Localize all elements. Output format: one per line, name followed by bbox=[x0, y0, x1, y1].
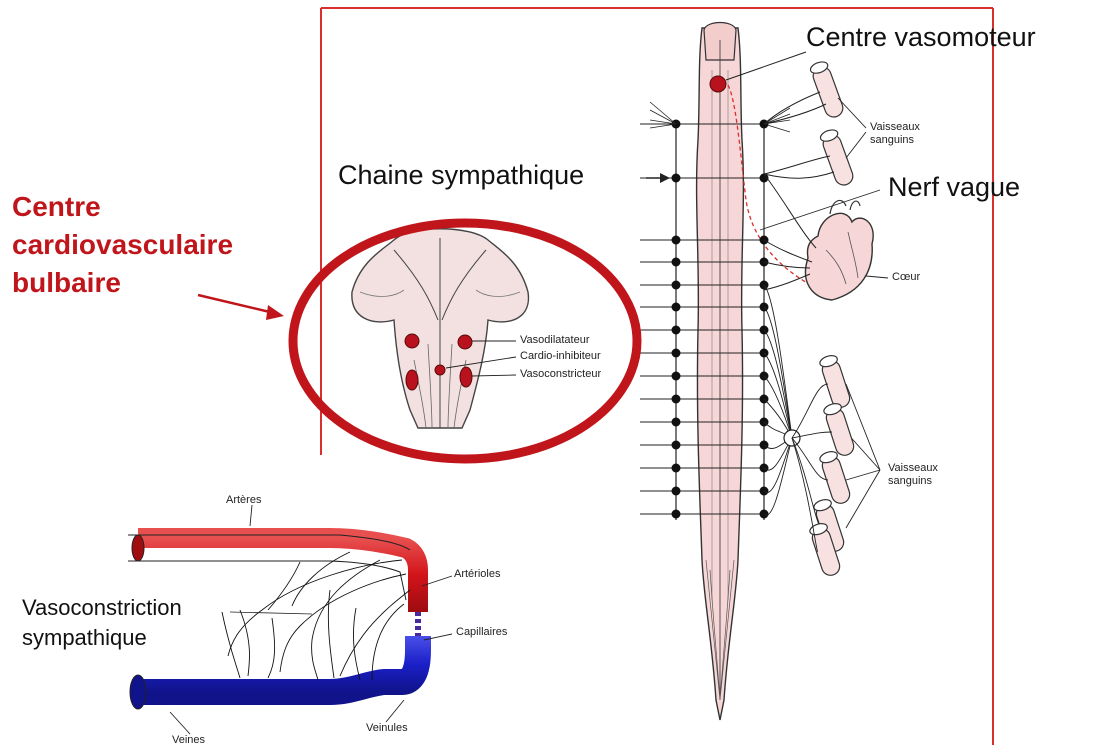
ganglion-left bbox=[672, 487, 681, 496]
ganglion-left bbox=[672, 441, 681, 450]
label-arterioles: Artérioles bbox=[454, 568, 500, 580]
lower-vessels bbox=[784, 354, 880, 578]
label-veinules: Veinules bbox=[366, 722, 408, 734]
label-vaisseaux-top-line2: sanguins bbox=[870, 134, 920, 147]
ganglion-left bbox=[672, 418, 681, 427]
ganglion-left bbox=[672, 464, 681, 473]
label-centre-cardio-line1: Centre bbox=[12, 188, 233, 226]
ganglion-left bbox=[672, 174, 681, 183]
label-vaisseaux-top-line1: Vaisseaux bbox=[870, 121, 920, 134]
ganglion-left bbox=[672, 510, 681, 519]
medulla-closeup bbox=[352, 229, 529, 428]
label-vasodilatateur: Vasodilatateur bbox=[520, 334, 590, 346]
heart bbox=[764, 174, 888, 300]
nerve-fan bbox=[764, 124, 790, 132]
label-nerf-vague: Nerf vague bbox=[888, 172, 1020, 203]
nerve-fan bbox=[764, 114, 790, 124]
ramus-right bbox=[764, 307, 792, 438]
ganglion-left bbox=[672, 281, 681, 290]
label-centre-cardiovasculaire: Centre cardiovasculaire bulbaire bbox=[12, 188, 233, 302]
label-vasoconstricteur: Vasoconstricteur bbox=[520, 368, 601, 380]
label-centre-vasomoteur: Centre vasomoteur bbox=[806, 22, 1036, 53]
upper-vessels bbox=[760, 60, 880, 230]
label-arrows bbox=[646, 173, 670, 183]
vessel-tube bbox=[818, 354, 851, 410]
label-vasoconstriction-sympathique: Vasoconstriction sympathique bbox=[22, 593, 182, 653]
ganglion-left bbox=[672, 326, 681, 335]
spinal-cord bbox=[697, 23, 744, 721]
vessel-tube bbox=[822, 402, 855, 458]
label-veines: Veines bbox=[172, 734, 205, 746]
label-vasoconstriction-line2: sympathique bbox=[22, 623, 182, 653]
label-centre-cardio-line3: bulbaire bbox=[12, 264, 233, 302]
label-vaisseaux-top: Vaisseaux sanguins bbox=[870, 121, 920, 147]
label-vasoconstriction-line1: Vasoconstriction bbox=[22, 593, 182, 623]
label-cardio-inhibiteur: Cardio-inhibiteur bbox=[520, 350, 601, 362]
ganglion-left bbox=[672, 258, 681, 267]
ganglion-left bbox=[672, 349, 681, 358]
label-centre-cardio-line2: cardiovasculaire bbox=[12, 226, 233, 264]
label-coeur: Cœur bbox=[892, 271, 920, 283]
ganglion-left bbox=[672, 236, 681, 245]
label-chaine-sympathique: Chaine sympathique bbox=[338, 160, 584, 191]
label-vaisseaux-bottom: Vaisseaux sanguins bbox=[888, 462, 938, 488]
label-capillaires: Capillaires bbox=[456, 626, 507, 638]
vessel-tube bbox=[818, 450, 851, 506]
ganglion-left bbox=[672, 372, 681, 381]
ganglion-left bbox=[672, 303, 681, 312]
label-arteres: Artères bbox=[226, 494, 261, 506]
label-vaisseaux-bottom-line1: Vaisseaux bbox=[888, 462, 938, 475]
label-vaisseaux-bottom-line2: sanguins bbox=[888, 475, 938, 488]
ganglion-left bbox=[672, 395, 681, 404]
